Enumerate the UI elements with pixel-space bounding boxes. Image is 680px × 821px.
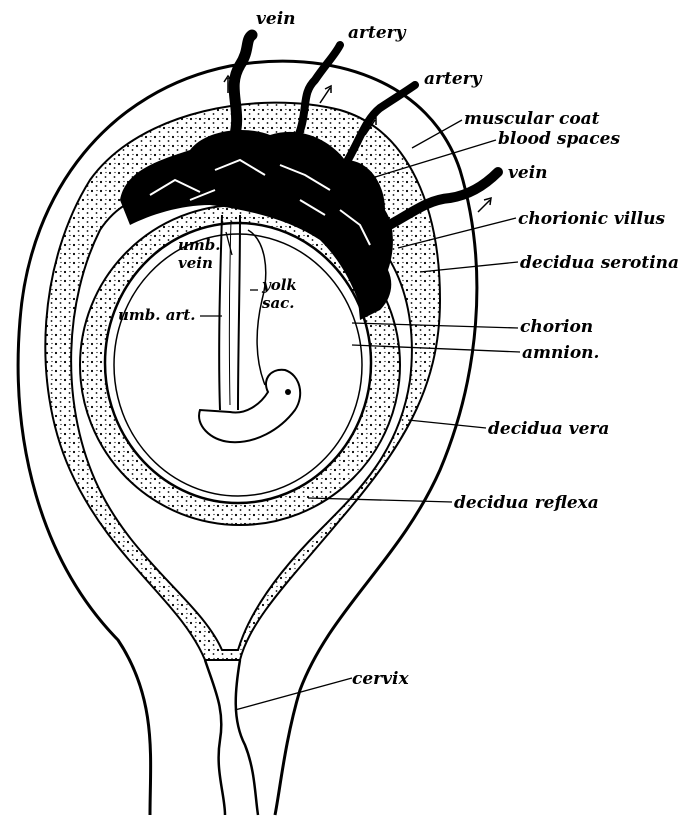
embryo-eye	[285, 389, 291, 395]
label-chorion: chorion	[520, 317, 593, 337]
label-cervix: cervix	[352, 669, 409, 689]
arrow-right-low	[478, 198, 491, 212]
label-yolk-2: sac.	[262, 294, 295, 312]
label-vein-right: vein	[508, 163, 548, 183]
cervix-canal-right	[236, 660, 258, 815]
label-artery-right: artery	[424, 69, 483, 89]
label-decidua-vera: decidua vera	[488, 419, 609, 439]
label-decidua-reflexa: decidua reflexa	[454, 493, 599, 513]
label-artery-top: artery	[348, 23, 407, 43]
label-umb-vein-1: umb.	[178, 236, 221, 254]
label-decidua-serotina: decidua serotina	[520, 253, 679, 273]
label-umb-vein-2: vein	[178, 254, 213, 272]
arrow-top-mid	[320, 86, 331, 103]
cervix-canal-left	[205, 660, 225, 815]
label-chorionic-villus: chorionic villus	[518, 209, 666, 229]
label-yolk-1: yolk	[261, 276, 297, 294]
label-vein-top: vein	[256, 9, 296, 29]
label-umb-art: umb. art.	[118, 306, 195, 324]
label-muscular-coat: muscular coat	[464, 109, 600, 129]
label-blood-spaces: blood spaces	[498, 129, 620, 149]
label-amnion: amnion.	[522, 343, 599, 363]
